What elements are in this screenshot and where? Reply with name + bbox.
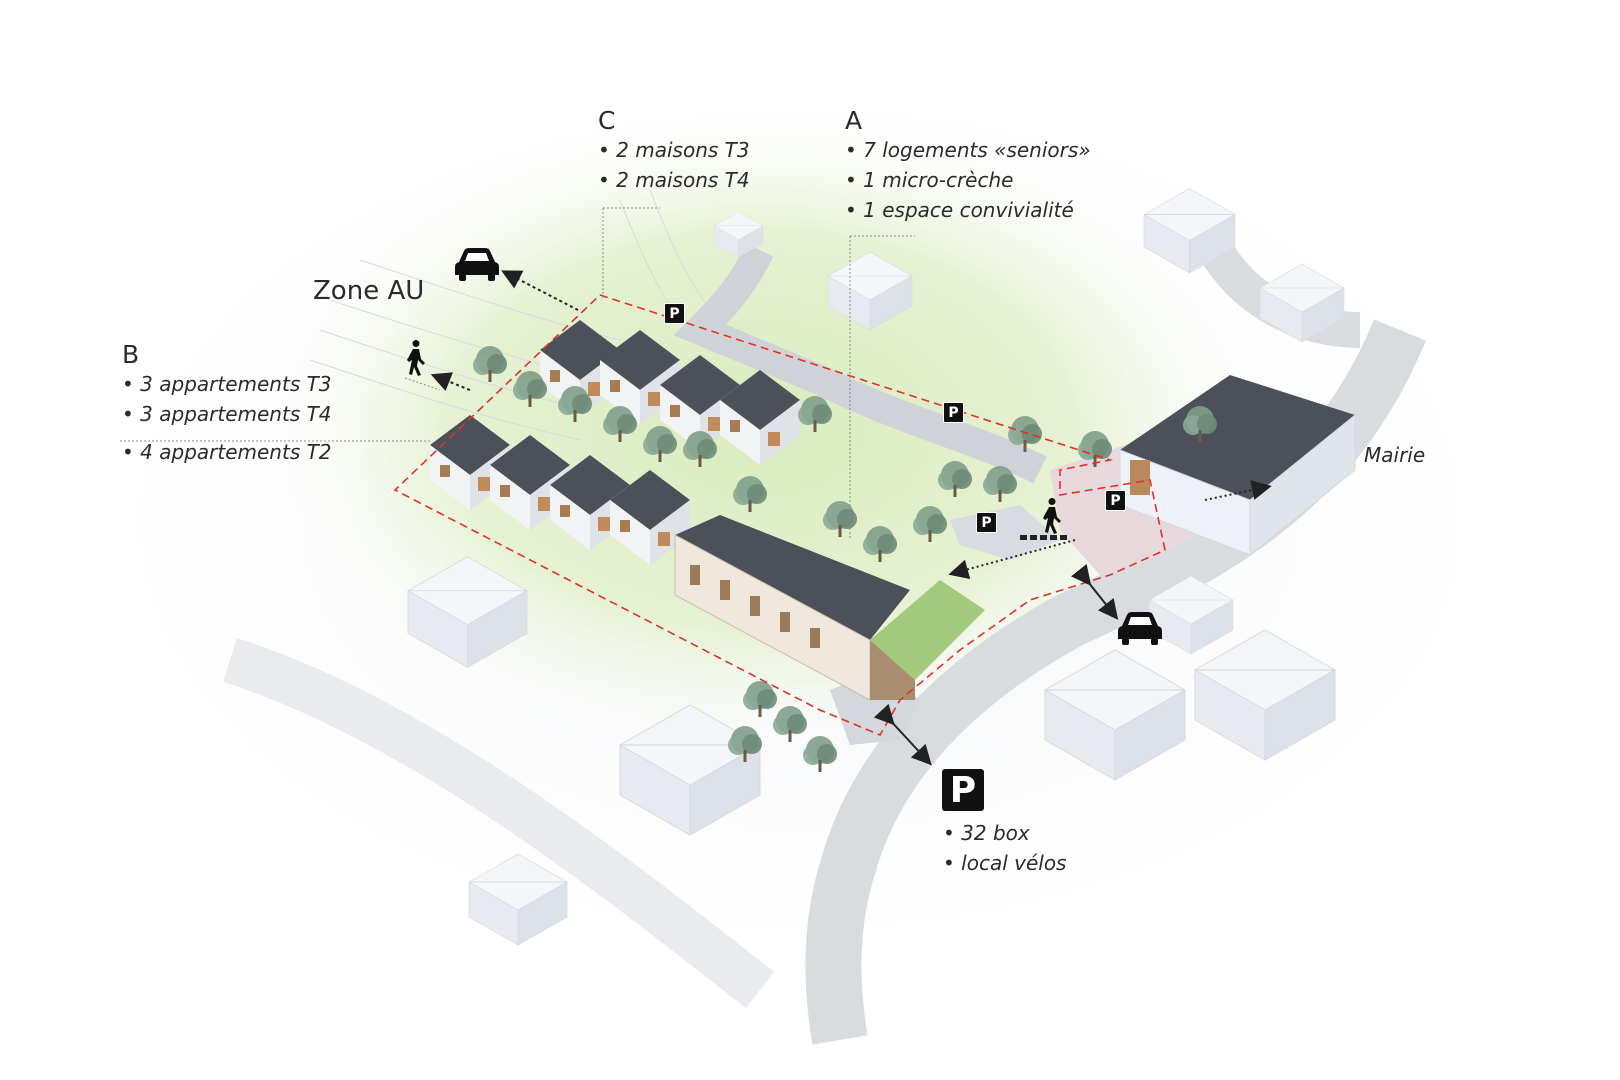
group-c-label: C 2 maisons T3 2 maisons T4	[598, 106, 750, 195]
parking-icon: P	[1105, 490, 1126, 511]
site-boundary	[393, 294, 1166, 737]
parking-icon: P	[976, 512, 997, 533]
parking-icon: P	[664, 303, 685, 324]
group-b-label: B 3 appartements T3 3 appartements T4 4 …	[122, 340, 332, 467]
group-a-item: 7 logements «seniors»	[845, 135, 1090, 165]
mairie-building	[1119, 375, 1356, 557]
arrow-icon	[430, 270, 1272, 766]
block-a-building	[674, 515, 985, 701]
parking-item: local vélos	[943, 848, 1066, 878]
group-c-letter: C	[598, 106, 616, 135]
group-b-letter: B	[122, 340, 140, 369]
group-c-item: 2 maisons T4	[598, 165, 749, 195]
mairie-label: Mairie	[1364, 443, 1426, 467]
group-a-item: 1 espace convivialité	[845, 195, 1091, 225]
car-icon	[1118, 612, 1162, 645]
parking-icon: P	[942, 769, 984, 811]
label-leaders	[120, 207, 915, 540]
group-a-item: 1 micro-crèche	[845, 165, 1091, 195]
pedestrian-icon	[407, 340, 425, 376]
group-a-label: A 7 logements «seniors» 1 micro-crèche 1…	[845, 106, 1091, 225]
group-b-item: 3 appartements T3	[122, 369, 331, 399]
parking-item: 32 box	[943, 818, 1066, 848]
group-c-item: 2 maisons T3	[598, 135, 749, 165]
group-a-letter: A	[845, 106, 863, 135]
crosswalk-icon	[1020, 535, 1067, 540]
group-b-item: 4 appartements T2	[122, 437, 331, 467]
parking-icon: P	[943, 402, 964, 423]
zone-au-label: Zone AU	[313, 276, 425, 306]
car-icon	[455, 248, 499, 281]
pedestrian-icon	[1043, 498, 1061, 534]
group-b-item: 3 appartements T4	[122, 399, 331, 429]
parking-info: 32 box local vélos	[943, 818, 1066, 878]
